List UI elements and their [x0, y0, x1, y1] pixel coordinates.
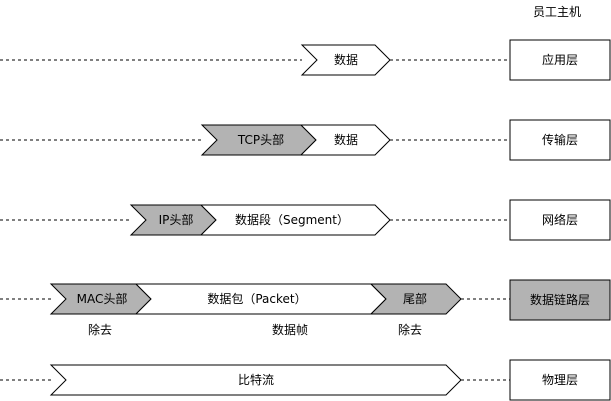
- layer-box-transport[interactable]: [509, 119, 611, 161]
- layer-label: 传输层: [542, 132, 578, 147]
- layer-label: 数据链路层: [530, 292, 590, 307]
- layer-label: 网络层: [542, 212, 578, 227]
- segment-label: 比特流: [238, 372, 274, 387]
- annotation-mac-remove: 除去: [88, 322, 112, 337]
- layer-label: 应用层: [542, 52, 578, 67]
- layer-box-network[interactable]: [509, 199, 611, 241]
- data-segment: [300, 44, 391, 76]
- layer-box-datalink[interactable]: [509, 279, 611, 321]
- layer-label: 物理层: [542, 373, 578, 387]
- row-network: IP头部 数据段（Segment） 网络层: [0, 199, 611, 241]
- layer-box-application[interactable]: [509, 39, 611, 81]
- trailer-segment: [369, 283, 462, 315]
- segment-label: IP头部: [159, 212, 194, 227]
- segment-label: 数据段（Segment）: [235, 212, 349, 227]
- segment-label: TCP头部: [237, 132, 284, 147]
- segment-label: MAC头部: [77, 291, 128, 306]
- row-transport: TCP头部 数据 传输层: [0, 119, 611, 161]
- host-label: 员工主机: [533, 5, 581, 19]
- layer-box-physical[interactable]: [509, 359, 611, 401]
- bitstream-segment: [49, 364, 462, 396]
- segment-data-segment: [199, 204, 391, 236]
- row-datalink: MAC头部 数据包（Packet） 尾部 数据链路层 除去 数据帧 除去: [0, 279, 611, 337]
- segment-label: 尾部: [403, 291, 427, 306]
- row-physical: 比特流 物理层: [0, 359, 611, 401]
- segment-label: 数据: [334, 52, 358, 67]
- segment-label: 数据包（Packet）: [207, 291, 306, 306]
- segment-label: 数据: [334, 132, 358, 147]
- annotation-frame: 数据帧: [272, 322, 308, 337]
- row-application: 数据 应用层: [0, 39, 611, 81]
- annotation-trailer-remove: 除去: [398, 322, 422, 337]
- data-segment: [299, 124, 391, 156]
